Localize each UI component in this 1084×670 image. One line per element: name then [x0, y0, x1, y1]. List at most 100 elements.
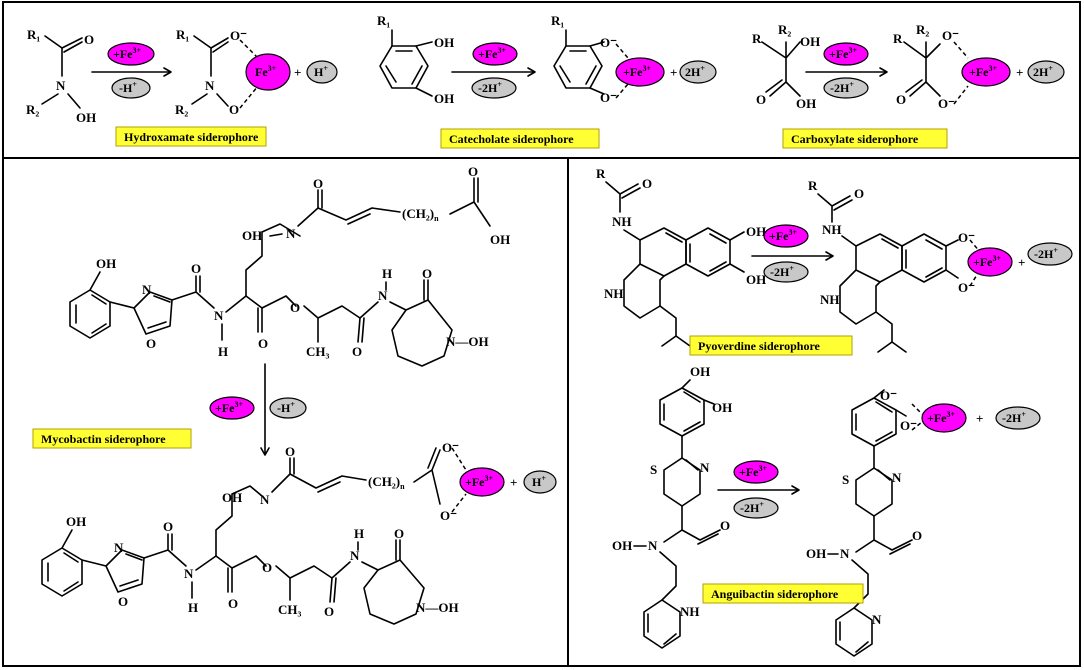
o-label: O — [191, 261, 201, 276]
svg-text:Mycobactin siderophore: Mycobactin siderophore — [41, 432, 166, 446]
h-label: H — [354, 526, 364, 541]
carboxylate-caption: Carboxylate siderophore — [782, 128, 948, 149]
oh-label: OH — [746, 224, 766, 239]
mycobactin-arrow: +Fe3+ -H+ — [209, 363, 307, 456]
oh-label: OH — [746, 272, 766, 287]
o-label: O — [912, 528, 922, 543]
r2-label: R₂ — [778, 22, 791, 37]
r2-label: R₂ — [26, 102, 39, 117]
n-label: N — [214, 308, 224, 323]
svg-text:+Fe3+: +Fe3+ — [969, 64, 998, 79]
svg-text:-2H+: -2H+ — [830, 80, 854, 95]
svg-text:Fe3+: Fe3+ — [255, 64, 277, 79]
svg-text:+Fe3+: +Fe3+ — [215, 400, 244, 415]
o-minus-label: O⁻ — [600, 35, 617, 50]
o-label: O — [896, 92, 906, 107]
n-label: N — [700, 460, 710, 475]
nh-label: NH — [612, 214, 632, 229]
o-minus-label: O⁻ — [230, 28, 247, 43]
svg-text:H+: H+ — [314, 64, 328, 79]
n-label: N — [142, 282, 152, 297]
hydroxamate-arrow: +Fe3+ -H+ — [91, 42, 172, 99]
r-label: R — [596, 166, 606, 181]
o-minus-label: O⁻ — [958, 280, 975, 295]
oh-label: OH — [796, 96, 816, 111]
svg-text:2H+: 2H+ — [685, 64, 705, 79]
svg-text:(CH₂)n: (CH₂)n — [368, 474, 405, 491]
mycobactin-product: OH N O O N H O OH N O (CH₂)n O⁻ O⁻ +Fe3+… — [41, 440, 557, 625]
nh-label: NH — [822, 222, 842, 237]
r1-label: R₁ — [176, 27, 189, 42]
hydroxamate-reactant: R₁ O N R₂ OH — [26, 27, 96, 125]
o-minus-label: O⁻ — [938, 96, 955, 111]
n-label: N — [350, 548, 360, 563]
svg-text:-H+: -H+ — [277, 400, 295, 415]
anguibactin-arrow: +Fe3+ -2H+ — [717, 460, 800, 519]
oh-label: OH — [690, 364, 710, 379]
oh-label: OH — [96, 256, 116, 271]
svg-text:-2H+: -2H+ — [740, 500, 764, 515]
oh-label: OH — [242, 228, 262, 243]
bottom-panel-frame — [2, 157, 1081, 667]
svg-text:+Fe3+: +Fe3+ — [478, 46, 507, 61]
oh-label: OH — [66, 514, 86, 529]
o-label: O — [394, 526, 404, 541]
svg-text:2H+: 2H+ — [1033, 64, 1053, 79]
svg-text:-2H+: -2H+ — [1002, 410, 1026, 425]
svg-text:(CH₂)n: (CH₂)n — [402, 206, 439, 223]
n-label: N — [260, 492, 270, 507]
o-minus-label: O⁻ — [880, 388, 897, 403]
oh-label: OH — [76, 110, 96, 125]
svg-text:Catecholate siderophore: Catecholate siderophore — [449, 132, 574, 146]
o-minus-label: O⁻ — [442, 440, 459, 455]
s-label: S — [842, 472, 849, 487]
o-label: O — [854, 186, 864, 201]
oh-label: OH — [806, 546, 826, 561]
svg-text:+Fe3+: +Fe3+ — [739, 464, 768, 479]
anguibactin-reactant: OH OH S N O OH N NH — [612, 364, 732, 649]
o-label: O — [262, 560, 272, 575]
o-label: O — [313, 176, 323, 191]
r2-label: R₂ — [916, 22, 929, 37]
svg-text:+: + — [1018, 255, 1025, 270]
o-label: O — [324, 604, 334, 619]
r2-label: R₂ — [175, 102, 188, 117]
pyoverdine-product: R O NH O⁻ O⁻ +Fe3+ + -2H+ NH — [808, 178, 1073, 353]
o-label: O — [756, 92, 766, 107]
svg-text:+: + — [510, 475, 517, 490]
oh-label: OH — [434, 35, 454, 50]
svg-text:-H+: -H+ — [119, 80, 137, 95]
svg-text:-2H+: -2H+ — [770, 264, 794, 279]
o-label: O — [118, 594, 128, 609]
n-label: N — [184, 566, 194, 581]
r1-label: R₁ — [27, 27, 40, 42]
r1-label: R₁ — [551, 13, 564, 28]
oh-label: OH — [222, 490, 242, 505]
o-minus-label: O⁻ — [942, 28, 959, 43]
svg-text:+: + — [1016, 65, 1023, 80]
svg-text:+Fe3+: +Fe3+ — [829, 46, 858, 61]
svg-text:H+: H+ — [532, 474, 546, 489]
n-oh-label: N—OH — [446, 334, 489, 349]
n-label: N — [648, 538, 658, 553]
o-label: O — [228, 596, 238, 611]
o-minus-label: O⁻ — [900, 418, 917, 433]
ch3-label: CH₃ — [306, 344, 330, 359]
n-label: N — [56, 78, 66, 93]
svg-text:Carboxylate siderophore: Carboxylate siderophore — [791, 132, 919, 146]
n-label: N — [840, 546, 850, 561]
catecholate-product: R₁ O⁻ O⁻ +Fe3+ + 2H+ — [551, 13, 717, 105]
mycobactin-reactant: OH N O O N H O OH N O (CH₂)n O OH O CH₃ — [69, 164, 510, 367]
s-label: S — [650, 462, 657, 477]
o-label: O — [352, 344, 362, 359]
svg-text:+Fe3+: +Fe3+ — [927, 410, 956, 425]
anguibactin-caption: Anguibactin siderophore — [702, 583, 864, 604]
svg-text:-2H+: -2H+ — [1034, 246, 1058, 261]
n-label: N — [114, 540, 124, 555]
svg-text:+: + — [294, 65, 301, 80]
r-label: R — [893, 31, 903, 46]
svg-text:Pyoverdine siderophore: Pyoverdine siderophore — [698, 339, 821, 353]
o-label: O — [258, 336, 268, 351]
